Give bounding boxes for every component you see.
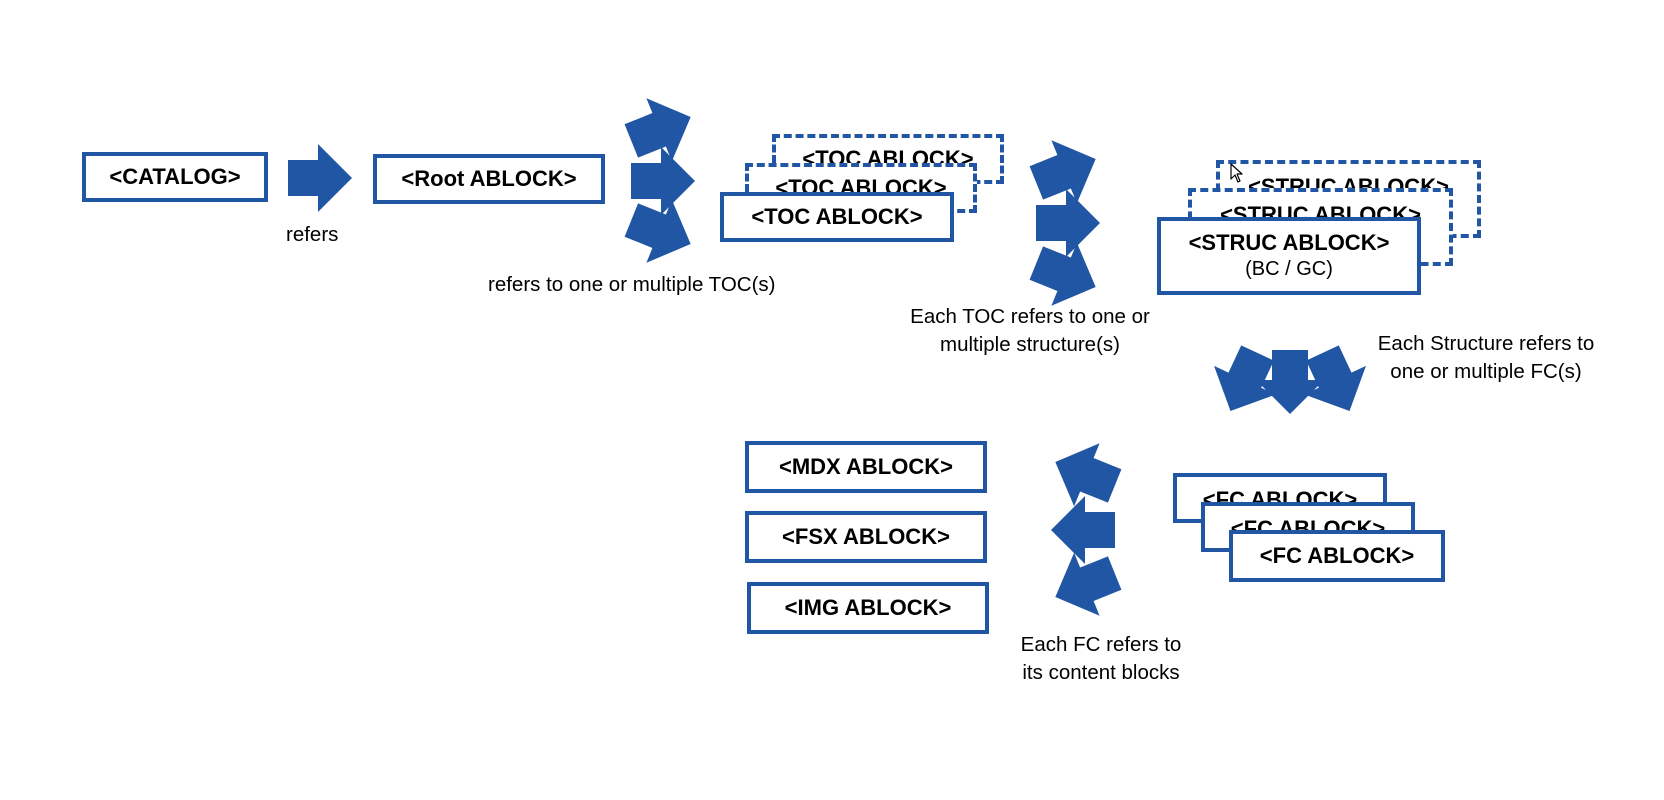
- root-ablock: <Root ABLOCK>: [373, 154, 605, 204]
- catalog-block: <CATALOG>: [82, 152, 268, 202]
- caption-fc-to-content: Each FC refers to its content blocks: [981, 631, 1221, 687]
- struc-ablock-title: <STRUC ABLOCK>: [1188, 230, 1390, 256]
- caption-toc-to-struc: Each TOC refers to one or multiple struc…: [880, 303, 1180, 359]
- fc-ablock-front: <FC ABLOCK>: [1229, 530, 1445, 582]
- arrow-fan-left-icon: [1042, 430, 1128, 629]
- caption-fc-to-content-line2: its content blocks: [1022, 661, 1180, 684]
- arrow-fan-right-icon: [1023, 127, 1109, 319]
- mdx-ablock: <MDX ABLOCK>: [745, 441, 987, 493]
- struc-ablock-front: <STRUC ABLOCK> (BC / GC): [1157, 217, 1421, 295]
- arrow-fan-right-icon: [618, 85, 704, 276]
- caption-struc-to-fc: Each Structure refers to one or multiple…: [1336, 330, 1636, 386]
- caption-root-to-toc: refers to one or multiple TOC(s): [488, 273, 776, 296]
- toc-ablock-front: <TOC ABLOCK>: [720, 192, 954, 242]
- caption-struc-to-fc-line2: one or multiple FC(s): [1390, 360, 1582, 383]
- fsx-ablock: <FSX ABLOCK>: [745, 511, 987, 563]
- struc-ablock-subtitle: (BC / GC): [1245, 258, 1333, 281]
- caption-toc-to-struc-line2: multiple structure(s): [940, 333, 1120, 356]
- arrow-right-icon: [288, 144, 352, 212]
- caption-refers: refers: [286, 223, 339, 246]
- img-ablock: <IMG ABLOCK>: [747, 582, 989, 634]
- caption-toc-to-struc-line1: Each TOC refers to one or: [910, 305, 1150, 328]
- caption-fc-to-content-line1: Each FC refers to: [1020, 633, 1182, 656]
- caption-struc-to-fc-line1: Each Structure refers to: [1377, 332, 1595, 355]
- mouse-cursor-icon: [1230, 163, 1243, 183]
